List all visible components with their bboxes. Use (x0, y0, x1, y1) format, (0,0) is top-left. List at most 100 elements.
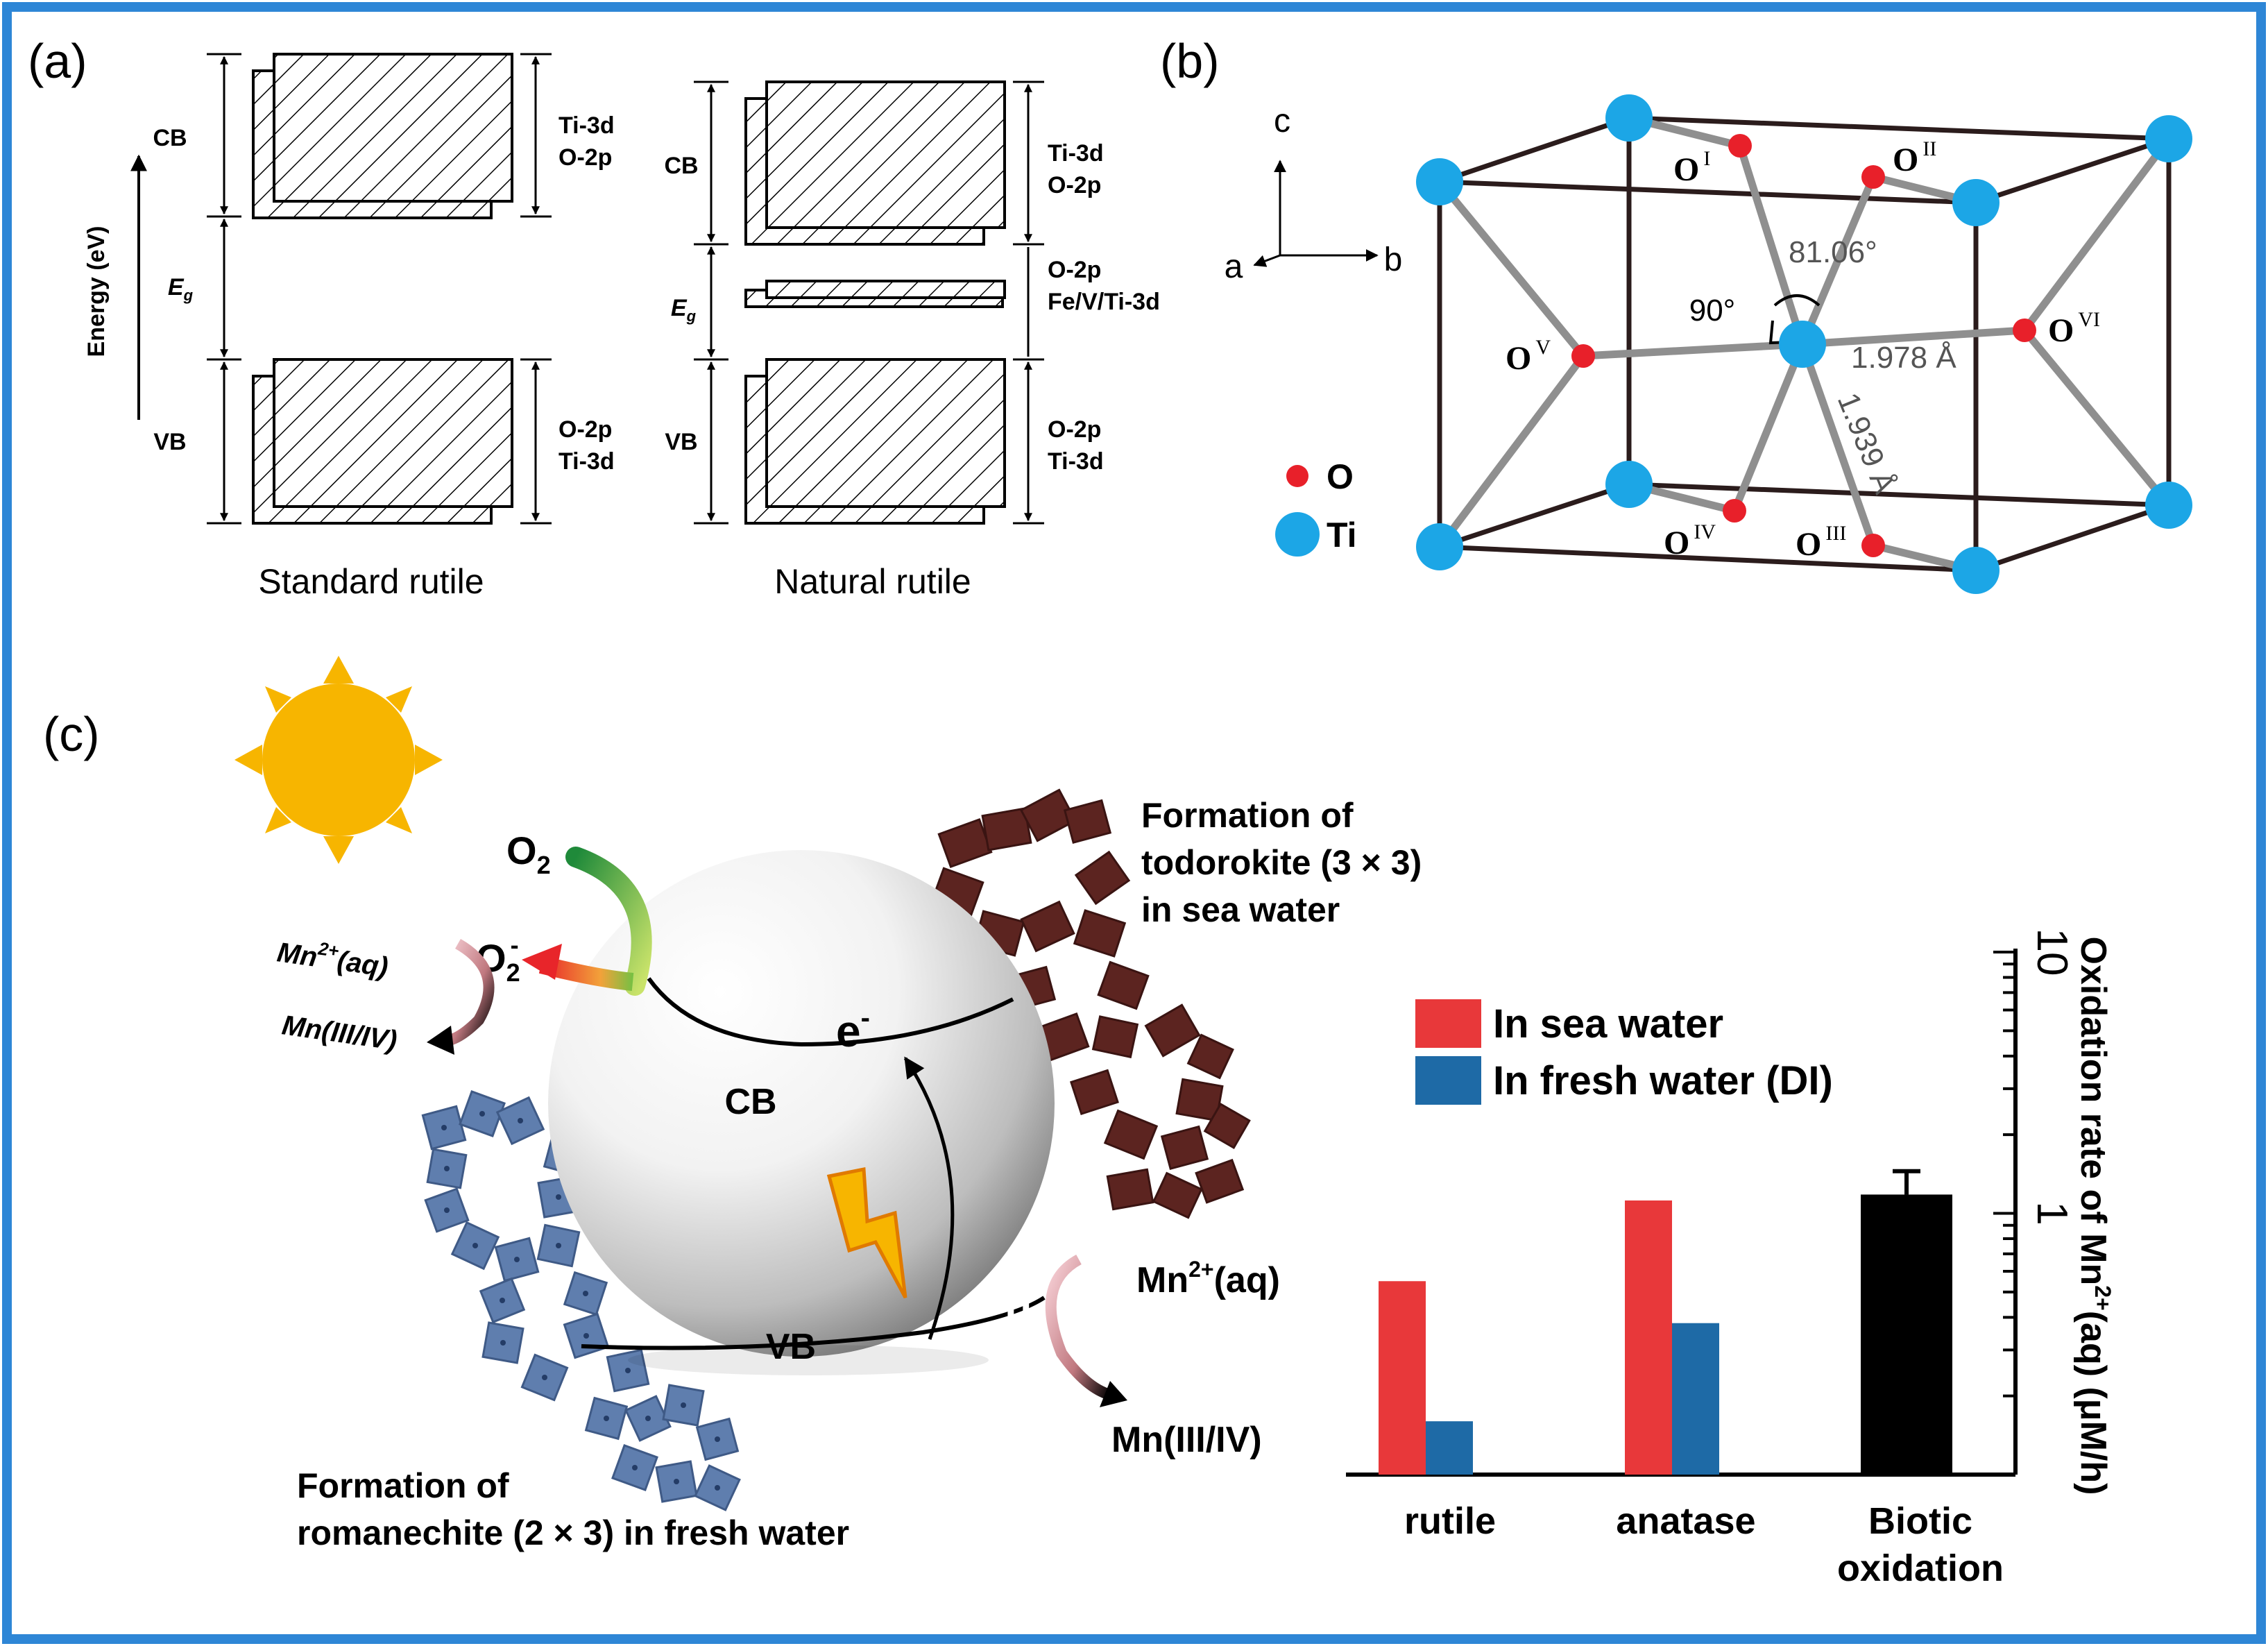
o2-label: O2 (506, 829, 551, 879)
bar-rutile-1 (1426, 1421, 1473, 1475)
category-label: oxidation (1837, 1547, 2004, 1589)
standard-cb-label: CB (153, 125, 187, 151)
unit-cell-edges (1437, 115, 2172, 573)
energy-axis-label: Energy (eV) (83, 226, 110, 357)
o2-red-arrowhead (522, 944, 562, 980)
legend-o-label: O (1327, 457, 1354, 496)
panel-c: (c) (43, 656, 2115, 1589)
cb-curve (647, 977, 1014, 1047)
romanechite-caption-2: romanechite (2 × 3) in fresh water (297, 1513, 849, 1552)
natural-rutile-caption: Natural rutile (774, 562, 971, 601)
natural-vb-orbital-2: Ti-3d (1048, 448, 1104, 475)
angle-81-label: 81.06° (1789, 235, 1877, 269)
axis-c-label: c (1274, 103, 1290, 139)
tio2-sphere (548, 850, 1055, 1357)
bar-anatase-1 (1672, 1323, 1719, 1475)
standard-rutile-diagram: CB Eg VB Ti-3d O-2p O-2p Ti-3d Standard … (153, 53, 615, 601)
todorokite-caption-2: todorokite (3 × 3) (1141, 843, 1422, 882)
legend-swatch-fresh (1415, 1056, 1481, 1105)
standard-vb-label: VB (153, 429, 186, 455)
angle-90-label: 90° (1689, 294, 1736, 328)
o2-green-arrow (565, 847, 652, 996)
natural-mid-orbital-1: O-2p (1048, 257, 1101, 283)
category-label: Biotic (1868, 1500, 1972, 1542)
mn-right-curve-arrow (1045, 1254, 1112, 1400)
mn-right-top-label: Mn2+(aq) (1136, 1257, 1280, 1300)
romanechite-crystal-dots (441, 1111, 720, 1491)
bar-biotic-oxidation-2 (1861, 1194, 1952, 1475)
electron-label: e- (836, 1003, 870, 1056)
natural-mid-orbital-2: Fe/V/Ti-3d (1048, 289, 1160, 315)
natural-vb-orbital-1: O-2p (1048, 416, 1101, 443)
axis-a-label: a (1225, 248, 1243, 285)
natural-cb-orbital-1: Ti-3d (1048, 140, 1104, 167)
standard-eg-label: Eg (168, 274, 194, 304)
panel-a-label: (a) (28, 34, 87, 88)
mn-left-arrowhead (427, 1026, 454, 1055)
cb-sphere-label: CB (724, 1082, 776, 1122)
romanechite-crystals (421, 1090, 741, 1511)
standard-vb-orbital-2: Ti-3d (559, 448, 615, 475)
bond-1978-label: 1.978 Å (1851, 341, 1956, 375)
natural-cb-band (744, 80, 1006, 246)
natural-rutile-diagram: CB Eg VB Ti-3d O-2p O-2p Fe/V/Ti-3d O-2p… (664, 80, 1160, 601)
todorokite-caption-3: in sea water (1141, 890, 1340, 929)
romanechite-caption-1: Formation of (297, 1466, 509, 1505)
panel-b-label: (b) (1160, 34, 1220, 88)
o-atoms (1571, 134, 2036, 557)
excitation-arrow (903, 1056, 955, 1340)
hole-label: h+ (1005, 1273, 1048, 1327)
panel-b: (b) c b a (1160, 34, 2192, 594)
category-label: rutile (1404, 1500, 1496, 1542)
standard-vb-orbital-1: O-2p (559, 416, 612, 443)
vb-sphere-label: VB (766, 1327, 816, 1367)
natural-cb-orbital-2: O-2p (1048, 172, 1101, 198)
ti-atoms (1416, 94, 2192, 594)
legend-swatch-sea (1415, 999, 1481, 1048)
natural-impurity-band (744, 280, 1006, 308)
standard-cb-orbital-2: O-2p (559, 144, 612, 171)
sphere-shadow (628, 1345, 989, 1375)
ti-o-bonds (1435, 114, 2173, 575)
legend-label-sea: In sea water (1493, 1001, 1723, 1046)
panel-c-label: (c) (43, 707, 100, 761)
mn-left-top-label: Mn2+(aq) (275, 932, 391, 983)
y-axis-label: Oxidation rate of Mn2+(aq) (μM/h) (2073, 937, 2115, 1495)
axis-indicator: c b a (1225, 103, 1403, 285)
legend-label-fresh: In fresh water (DI) (1493, 1058, 1833, 1103)
bar-anatase-0 (1625, 1200, 1672, 1475)
standard-vb-band (252, 358, 513, 525)
natural-cb-label: CB (664, 153, 698, 179)
y-tick-label: 1 (2028, 1201, 2076, 1225)
sun-icon (235, 656, 443, 864)
natural-eg-label: Eg (671, 295, 697, 325)
y-tick-label: 10 (2028, 928, 2076, 976)
category-label: anatase (1616, 1500, 1755, 1542)
mn-right-bottom-label: Mn(III/IV) (1111, 1420, 1262, 1460)
standard-rutile-caption: Standard rutile (258, 562, 484, 601)
todorokite-crystals (925, 788, 1251, 1219)
bar-rutile-0 (1379, 1281, 1426, 1475)
mn-left-curve-arrow (443, 939, 495, 1046)
mn-right-arrowhead (1100, 1381, 1127, 1407)
angle-arc (1773, 294, 1821, 307)
lightning-icon (826, 1166, 907, 1299)
natural-vb-label: VB (665, 429, 697, 455)
atom-legend: O Ti (1275, 457, 1357, 557)
todorokite-caption-1: Formation of (1141, 796, 1354, 835)
natural-vb-band (744, 358, 1006, 525)
axis-b-label: b (1384, 241, 1403, 278)
standard-cb-orbital-1: Ti-3d (559, 112, 615, 139)
legend-ti-label: Ti (1327, 516, 1357, 554)
vb-curve (581, 1296, 1046, 1350)
standard-cb-band (252, 53, 513, 219)
panel-a: (a) Energy (eV) CB Eg (28, 34, 1160, 601)
